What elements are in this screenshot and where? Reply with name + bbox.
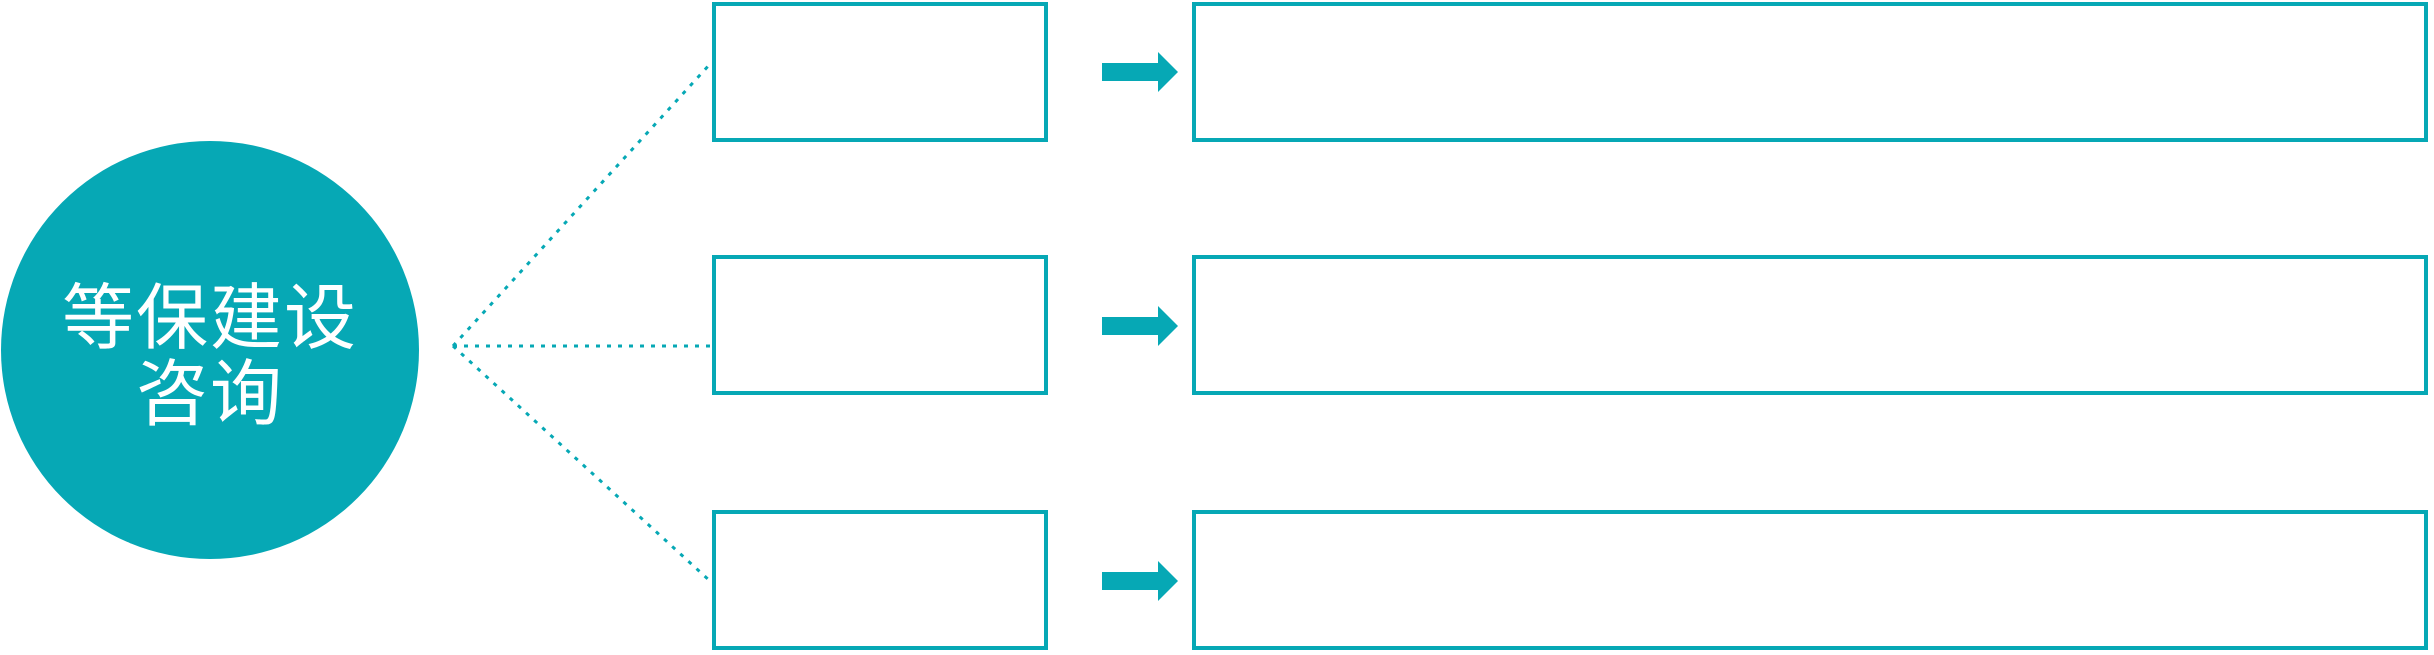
connector-dotted-line-bottom	[451, 344, 712, 583]
arrow-right-icon	[1102, 52, 1178, 92]
detail-box-3	[1192, 510, 2428, 650]
center-node-label-line1: 等保建设	[61, 279, 358, 359]
detail-box-2	[1192, 255, 2428, 395]
branch-box-3	[712, 510, 1048, 650]
arrow-right-icon	[1102, 306, 1178, 346]
branch-box-2	[712, 255, 1048, 395]
center-node-label-line2: 咨询	[135, 355, 284, 435]
branch-box-1	[712, 2, 1048, 142]
detail-box-1	[1192, 2, 2428, 142]
center-node-circle: 等保建设 咨询	[1, 141, 419, 559]
arrow-right-icon	[1102, 561, 1178, 601]
connector-dotted-line-top	[451, 62, 712, 348]
